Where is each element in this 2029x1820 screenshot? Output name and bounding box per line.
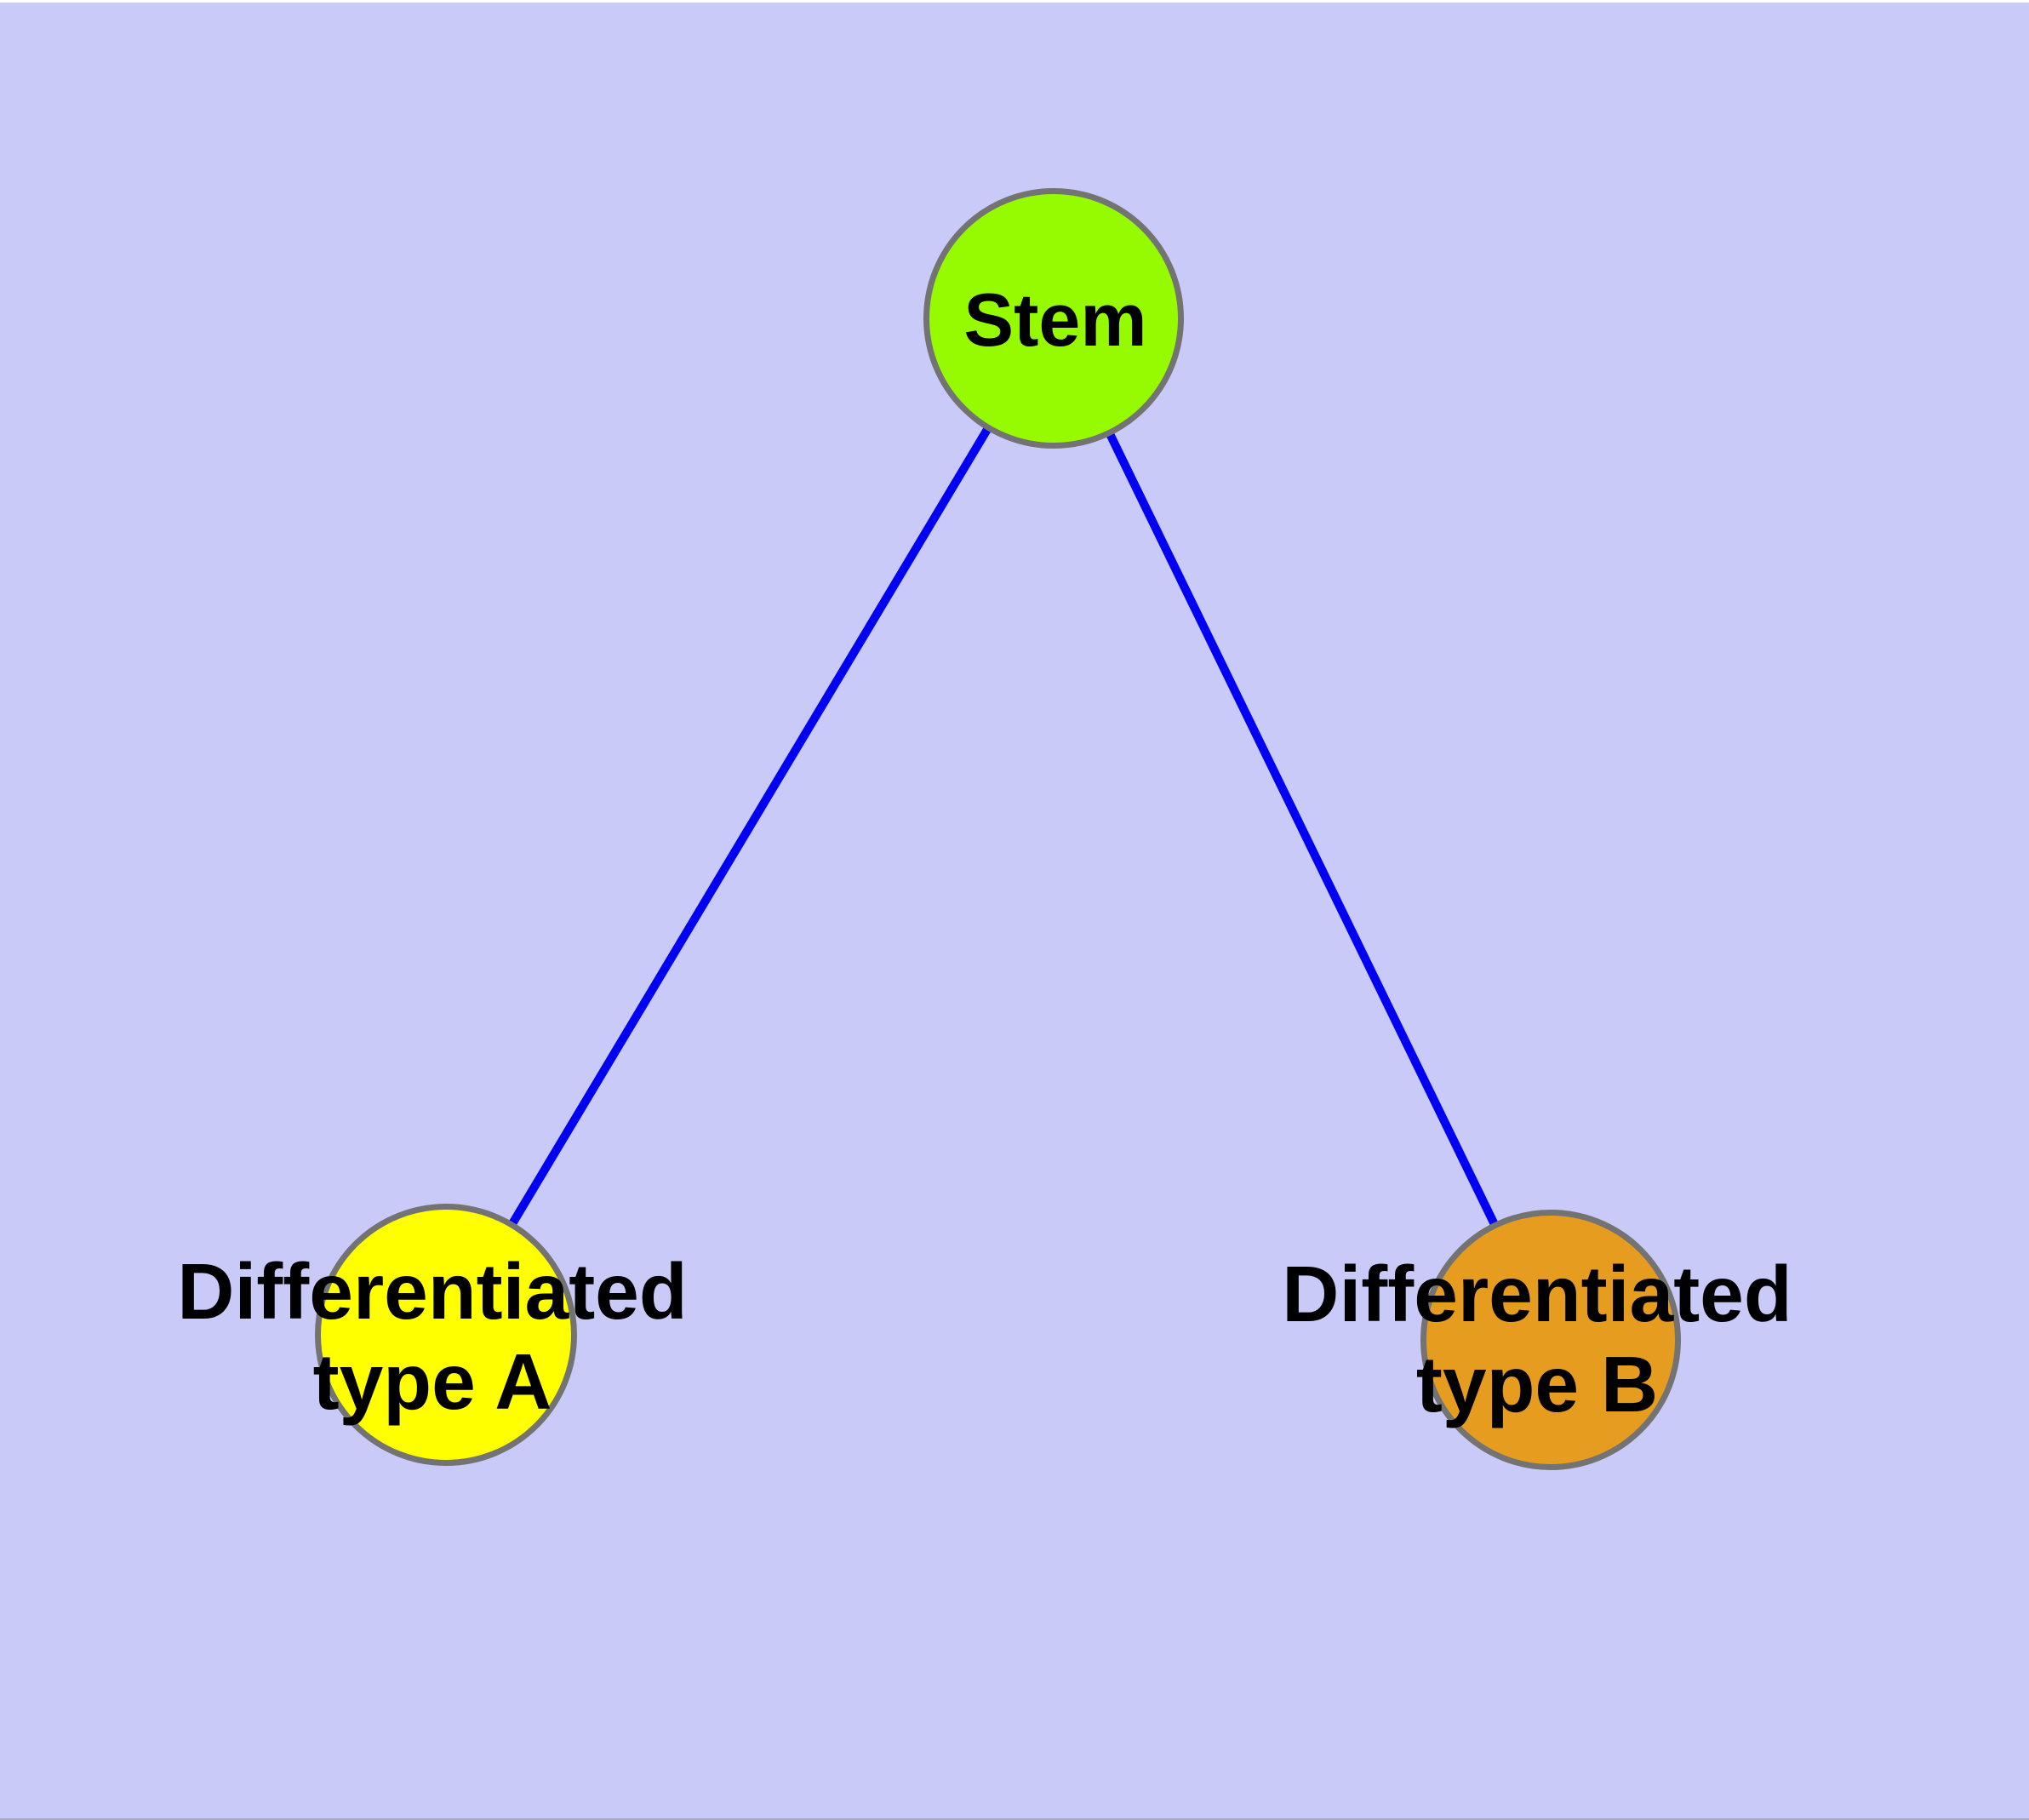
node-stem <box>923 188 1184 449</box>
image-top-margin <box>0 0 2029 3</box>
node-label-stem: Stem <box>963 278 1147 362</box>
edge-stem-to-type-a <box>442 316 1058 1337</box>
node-differentiated-type-a <box>315 1204 577 1466</box>
image-bottom-edge <box>0 1818 2029 1820</box>
node-label-differentiated-type-b: Differentiated type B <box>1282 1250 1792 1428</box>
edge-stem-to-type-b <box>1049 316 1555 1342</box>
node-label-differentiated-type-a: Differentiated type A <box>177 1247 688 1426</box>
node-differentiated-type-b <box>1420 1210 1681 1470</box>
